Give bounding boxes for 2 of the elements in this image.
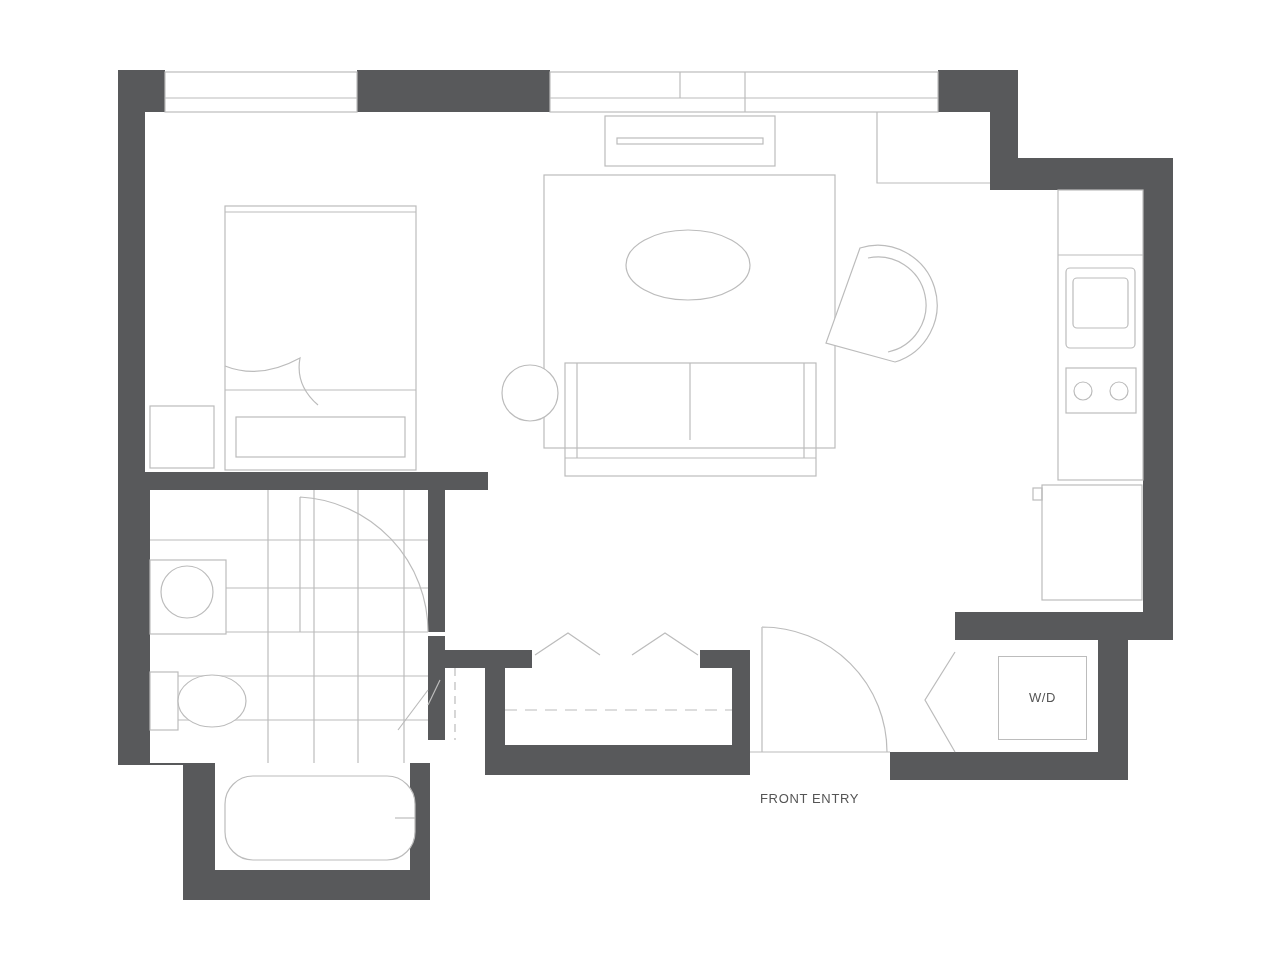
washer-dryer-box: W/D [998, 656, 1087, 740]
entry-label: FRONT ENTRY [760, 790, 860, 808]
